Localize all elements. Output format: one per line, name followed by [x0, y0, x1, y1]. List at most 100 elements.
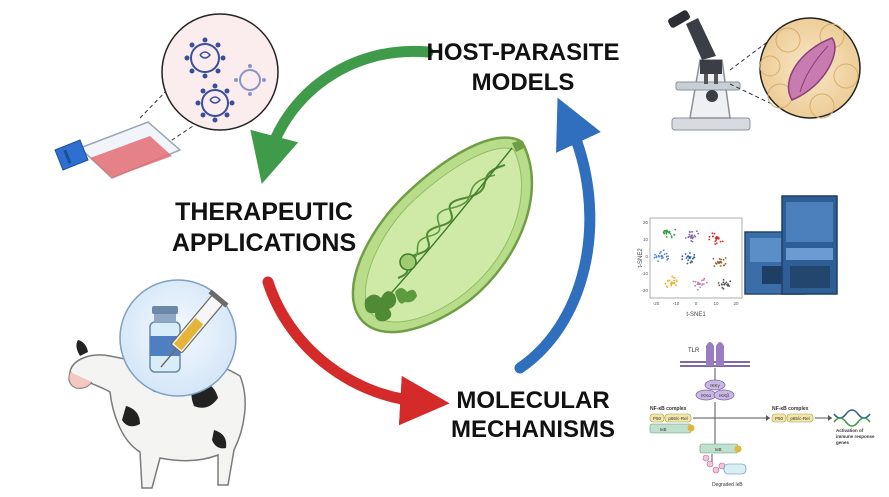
- tlr-label: TLR: [688, 348, 700, 354]
- tsne-point: [657, 254, 660, 257]
- tsne-point: [687, 259, 689, 262]
- tsne-point: [675, 280, 678, 282]
- therapeutic-applications-label: THERAPEUTIC APPLICATIONS: [172, 198, 356, 257]
- tsne-ytick-label: 0: [645, 254, 648, 259]
- ikk-beta-label: IKKβ: [719, 393, 729, 398]
- tsne-xtick-label: 10: [713, 301, 719, 306]
- tsne-point: [714, 240, 717, 243]
- tsne-point: [694, 284, 696, 287]
- tsne-point: [702, 279, 705, 281]
- tsne-point: [689, 237, 692, 239]
- tsne-point: [699, 286, 702, 289]
- p50-left-label: P50: [653, 416, 662, 421]
- tsne-point: [663, 232, 666, 235]
- tsne-point: [718, 258, 721, 260]
- tsne-point: [696, 230, 698, 233]
- syringe-icon: [160, 289, 229, 368]
- molecular-mechanisms-label: MOLECULAR MECHANISMS: [451, 387, 615, 443]
- tsne-point: [686, 262, 689, 265]
- tsne-point: [673, 276, 676, 279]
- tsne-point: [681, 255, 684, 258]
- tsne-point: [718, 284, 721, 287]
- tsne-point: [722, 281, 725, 284]
- tsne-point: [708, 235, 711, 238]
- tsne-point: [673, 233, 676, 236]
- tsne-point: [670, 235, 673, 238]
- tsne-xtick-label: -20: [653, 301, 660, 306]
- tsne-point: [723, 264, 725, 267]
- tsne-point: [684, 237, 687, 239]
- tsne-xticks: -20 -10 0 10 20: [653, 301, 739, 306]
- tsne-point: [691, 237, 694, 240]
- green-cycle-arrow: [250, 45, 434, 184]
- tsne-ytick-label: 20: [643, 220, 649, 225]
- tsne-point: [724, 262, 727, 265]
- tsne-xtick-label: -10: [673, 301, 680, 306]
- tsne-ylabel: t-SNE2: [638, 248, 644, 268]
- tsne-point: [665, 232, 668, 235]
- tsne-plot: t-SNE2 t-SNE1 -20 -10 0 10 20 20 10 0 -10 -20: [638, 217, 743, 318]
- tsne-point: [666, 286, 669, 288]
- tsne-point: [694, 235, 697, 238]
- ikb-left-label: IκB: [660, 427, 667, 432]
- tsne-point: [674, 228, 677, 231]
- tsne-point: [684, 253, 687, 255]
- tsne-point: [698, 282, 701, 285]
- tsne-point: [703, 277, 706, 280]
- tsne-point: [658, 256, 661, 258]
- tsne-point: [687, 236, 690, 238]
- vaccine-zoom-bubble: [119, 279, 237, 397]
- tsne-point: [662, 256, 664, 259]
- tsne-point: [719, 240, 722, 243]
- tsne-point: [673, 281, 676, 284]
- tsne-point: [689, 256, 692, 258]
- virus-icon: [190, 43, 261, 117]
- tsne-xtick-label: 20: [733, 301, 739, 306]
- tsne-point: [705, 281, 708, 284]
- tsne-point: [655, 255, 658, 257]
- tsne-point: [690, 235, 693, 237]
- tsne-point: [729, 280, 732, 283]
- tsne-point: [657, 260, 659, 262]
- tsne-point: [654, 253, 656, 256]
- tsne-point: [723, 283, 726, 286]
- tsne-point: [720, 258, 722, 261]
- nfkb-complex-left-label: NF-κB complex: [650, 406, 687, 412]
- tsne-ytick-label: 10: [643, 237, 649, 242]
- tsne-xlabel: t-SNE1: [686, 312, 706, 318]
- tsne-point: [666, 229, 668, 232]
- host-parasite-line-2: MODELS: [472, 69, 575, 96]
- tsne-point: [703, 283, 705, 285]
- tsne-xtick-label: 0: [695, 301, 698, 306]
- ikb-lower-label: IκB: [715, 447, 722, 452]
- tsne-point: [685, 257, 688, 259]
- red-cycle-arrow: [262, 276, 450, 426]
- tsne-point: [691, 231, 693, 233]
- tsne-point: [717, 282, 720, 284]
- tsne-point: [659, 252, 661, 255]
- tsne-point: [728, 285, 730, 287]
- tsne-ytick-label: -10: [641, 271, 648, 276]
- tsne-point: [713, 265, 716, 267]
- tsne-point: [665, 236, 668, 238]
- tsne-point: [663, 253, 666, 256]
- tsne-point: [717, 238, 720, 240]
- tsne-point: [719, 261, 721, 263]
- tsne-clusters: [653, 228, 732, 291]
- cell-culture-flask-icon: [54, 57, 206, 179]
- tsne-point: [722, 279, 725, 281]
- tsne-point: [666, 259, 669, 261]
- tsne-point: [721, 286, 724, 289]
- tsne-point: [692, 280, 695, 283]
- tsne-point: [693, 256, 695, 259]
- tsne-point: [711, 235, 714, 238]
- molecular-line-2: MECHANISMS: [451, 416, 615, 443]
- tsne-point: [669, 233, 672, 235]
- tsne-point: [708, 238, 711, 241]
- tsne-point: [693, 234, 696, 237]
- tsne-point: [670, 236, 673, 239]
- tsne-point: [668, 279, 671, 282]
- activation-line-1: Activation of: [836, 428, 864, 433]
- tsne-point: [715, 237, 717, 239]
